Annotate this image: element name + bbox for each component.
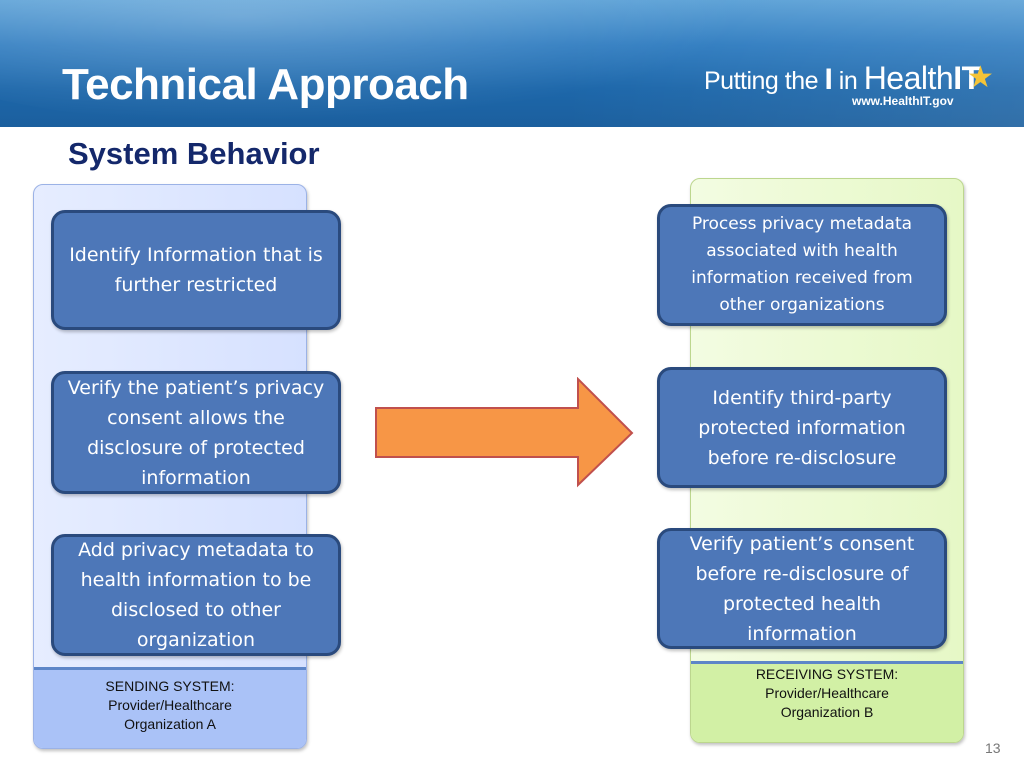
header-banner	[0, 0, 1024, 127]
star-icon: ★	[967, 61, 994, 94]
receiving-step-1-box: Process privacy metadata associated with…	[657, 204, 947, 326]
receiving-step-2-box: Identify third-party protected informati…	[657, 367, 947, 488]
healthit-logo: Putting the I in HealthIT ★ www.HealthIT…	[704, 60, 1004, 112]
logo-in: in	[832, 67, 864, 95]
slide-title: Technical Approach	[62, 60, 469, 109]
sending-step-3-box: Add privacy metadata to health informati…	[51, 534, 341, 656]
page-number: 13	[985, 740, 1001, 756]
sending-step-2-box: Verify the patient’s privacy consent all…	[51, 371, 341, 494]
logo-it: IT	[953, 60, 981, 96]
logo-url: www.HealthIT.gov	[852, 94, 954, 108]
logo-putting: Putting the	[704, 67, 825, 95]
receiving-system-footer: RECEIVING SYSTEM: Provider/Healthcare Or…	[691, 661, 963, 742]
receiving-step-3-box: Verify patient’s consent before re-discl…	[657, 528, 947, 649]
sending-footer-line-1: SENDING SYSTEM:	[105, 678, 235, 694]
receiving-footer-line-2: Provider/Healthcare	[765, 685, 889, 701]
sending-step-1-box: Identify Information that is further res…	[51, 210, 341, 330]
slide-subtitle: System Behavior	[68, 136, 320, 171]
receiving-footer-line-3: Organization B	[780, 704, 874, 720]
logo-i: I	[824, 63, 833, 96]
logo-text: Putting the I in HealthIT	[704, 60, 981, 97]
sending-footer-line-3: Organization A	[124, 716, 216, 732]
sending-footer-line-2: Provider/Healthcare	[108, 697, 232, 713]
receiving-footer-line-1: RECEIVING SYSTEM:	[755, 666, 899, 682]
logo-health: Health	[863, 60, 954, 96]
sending-system-footer: SENDING SYSTEM: Provider/Healthcare Orga…	[34, 667, 306, 748]
right-arrow-icon	[375, 377, 634, 488]
